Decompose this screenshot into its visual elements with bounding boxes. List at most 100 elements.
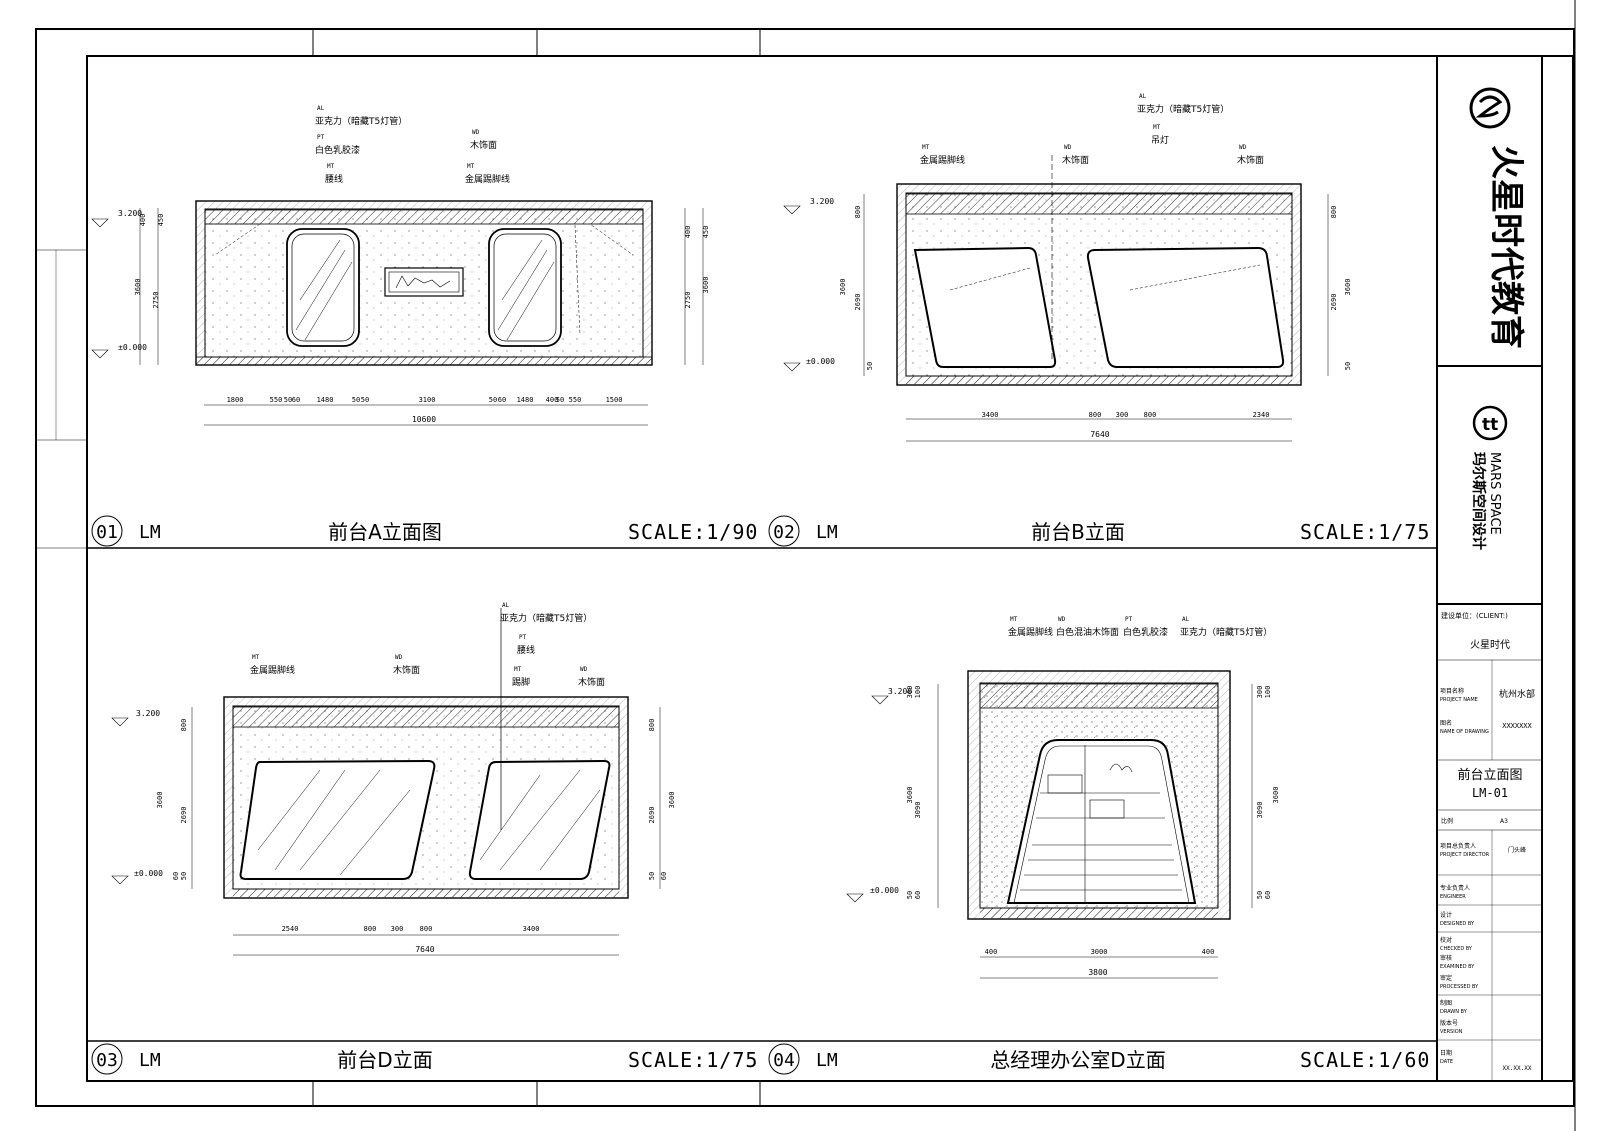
dimension-text: 50	[556, 396, 564, 404]
client-label: 建设单位：(CLIENT:)	[1441, 611, 1508, 620]
dimension-text: 3100	[419, 396, 436, 404]
level-mark: 3.200	[136, 709, 160, 718]
dimension-text: 3600	[156, 792, 164, 809]
elevation-03	[111, 608, 661, 956]
elevation-01	[91, 200, 704, 426]
panel-number: 04	[773, 1050, 795, 1071]
material-label: 亚克力（暗藏T5灯管）	[1137, 103, 1229, 115]
dimension-text: 60	[498, 396, 506, 404]
dimension-text: 800	[1144, 411, 1157, 419]
dimension-total: 7640	[1090, 430, 1109, 439]
design-label-en: DESIGNED BY	[1440, 921, 1475, 927]
material-code: WD	[472, 129, 480, 136]
sheet-title: 前台立面图	[1457, 767, 1522, 783]
material-code: AL	[1182, 616, 1190, 623]
dimension-text: 60	[292, 396, 300, 404]
dimension-text: 450	[157, 214, 165, 227]
material-code: MT	[514, 666, 522, 673]
dimension-text: 800	[1330, 206, 1338, 219]
version-label-en: VERSION	[1440, 1029, 1463, 1035]
dimension-text: 800	[180, 719, 188, 732]
date-label-en: DATE	[1440, 1059, 1453, 1065]
dimension-text: 2690	[1330, 294, 1338, 311]
dimension-text: 3600	[134, 279, 142, 296]
dimension-text: 50	[1344, 362, 1352, 370]
material-code: AL	[502, 602, 510, 609]
material-label: 金属踢脚线	[465, 173, 510, 185]
dimension-text: 50	[180, 872, 188, 880]
panel-scale: SCALE:1/90	[628, 520, 758, 544]
panel-code: LM	[816, 522, 838, 543]
svg-text:tt: tt	[1482, 415, 1498, 435]
brand-name: 火星时代教育	[1486, 145, 1526, 349]
engineer-label: 专业负责人	[1440, 884, 1470, 892]
dimension-text: 60	[914, 891, 922, 899]
date-label: 日期	[1440, 1049, 1452, 1057]
dimension-text: 450	[702, 226, 710, 239]
material-code: PT	[1125, 616, 1133, 623]
date-value: XX.XX.XX	[1503, 1065, 1532, 1072]
dimension-text: 300	[1116, 411, 1129, 419]
material-code: PT	[519, 634, 527, 641]
panel-scale: SCALE:1/75	[628, 1048, 758, 1072]
dimension-text: 550	[569, 396, 582, 404]
dimension-text: 100	[914, 686, 922, 699]
dimension-text: 2690	[180, 807, 188, 824]
dimension-text: 800	[1089, 411, 1102, 419]
level-mark: ±0.000	[118, 343, 147, 352]
dimension-text: 800	[420, 925, 433, 933]
material-code: WD	[580, 666, 588, 673]
dimension-text: 3600	[668, 792, 676, 809]
drawing-value: XXXXXXX	[1502, 722, 1532, 730]
material-label: 金属踢脚线	[250, 664, 295, 676]
material-code: MT	[1010, 616, 1018, 623]
dimension-text: 50	[1256, 891, 1264, 899]
material-label: 亚克力（暗藏T5灯管）	[1180, 626, 1272, 638]
project-value: 杭州水部	[1499, 688, 1535, 700]
dimension-text: 50	[489, 396, 497, 404]
material-label: 腰线	[325, 173, 343, 185]
material-label: 白色混油木饰面	[1056, 626, 1119, 638]
dimension-text: 60	[660, 872, 668, 880]
dimension-text: 2690	[854, 294, 862, 311]
dimension-text: 2690	[648, 807, 656, 824]
drawing-label: 图名	[1440, 719, 1452, 727]
material-label: 木饰面	[393, 664, 420, 676]
dimension-text: 3090	[914, 802, 922, 819]
dimension-text: 300	[391, 925, 404, 933]
material-label: 亚克力（暗藏T5灯管）	[315, 115, 407, 127]
director-label-en: PROJECT DIRECTOR	[1440, 852, 1490, 858]
dimension-text: 2340	[1253, 411, 1270, 419]
dimension-text: 3600	[906, 787, 914, 804]
sheet-frame	[35, 0, 1576, 1131]
panel-scale: SCALE:1/60	[1300, 1048, 1430, 1072]
draw-label: 制图	[1440, 999, 1452, 1007]
dimension-text: 400	[985, 948, 998, 956]
brand-logo	[1469, 87, 1511, 129]
design-label: 设计	[1440, 911, 1452, 919]
panel-number: 02	[773, 522, 795, 543]
dimension-text: 2750	[152, 292, 160, 309]
panel-number: 03	[96, 1050, 118, 1071]
material-label: 木饰面	[578, 676, 605, 688]
dimension-text: 300	[906, 686, 914, 699]
panel-title-bars	[91, 515, 800, 1075]
dimension-text: 3600	[702, 277, 710, 294]
dimension-text: 50	[352, 396, 360, 404]
material-code: WD	[1058, 616, 1066, 623]
material-label: 腰线	[517, 644, 535, 656]
dimension-total: 7640	[415, 945, 434, 954]
material-code: WD	[395, 654, 403, 661]
dimension-text: 400	[684, 226, 692, 239]
material-label: 金属踢脚线	[1008, 626, 1053, 638]
dimension-text: 60	[1264, 891, 1272, 899]
material-code: AL	[1139, 93, 1147, 100]
panel-code: LM	[816, 1050, 838, 1071]
dimension-text: 3400	[523, 925, 540, 933]
dimension-text: 1800	[227, 396, 244, 404]
dimension-text: 3600	[839, 279, 847, 296]
dimension-text: 50	[284, 396, 292, 404]
drawing-label-en: NAME OF DRAWING	[1440, 729, 1489, 735]
dimension-text: 50	[361, 396, 369, 404]
